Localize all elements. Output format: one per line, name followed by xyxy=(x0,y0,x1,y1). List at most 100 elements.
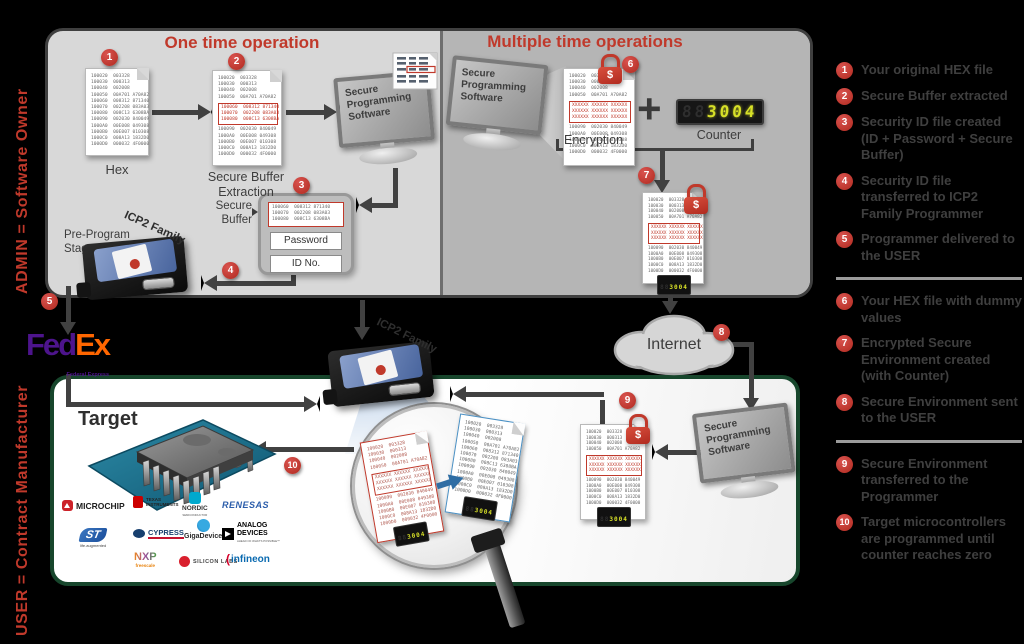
monitor-screen-text: Secure Programming Software xyxy=(460,67,527,105)
arrow-segment xyxy=(213,281,295,286)
lock-icon: $ xyxy=(598,54,622,84)
lock-shackle xyxy=(686,184,706,198)
arrowhead-left xyxy=(450,386,466,402)
counter-display-mini: 883004 xyxy=(657,275,691,296)
arrow-segment xyxy=(286,110,326,115)
admin-side-label: ADMIN = Software Owner xyxy=(14,88,31,294)
target-label: Target xyxy=(78,408,138,430)
arrow-segment xyxy=(66,402,306,407)
hex-rows: 100020 003328 100030 000313 100040 00200… xyxy=(91,74,150,148)
arrow-segment xyxy=(291,273,296,286)
legend-item: 7 Encrypted Secure Environment created (… xyxy=(836,335,1022,385)
bracket-line xyxy=(556,148,754,151)
legend-item-text: Secure Buffer extracted xyxy=(861,88,1008,103)
logo-nordic: NORDIC SEMICONDUCTOR xyxy=(182,492,208,517)
legend-item: 5 Programmer delivered to the USER xyxy=(836,231,1022,264)
fedex-logo: FedEx Federal Express xyxy=(26,327,111,390)
hex-rows: XXXXXX XXXXXX XXXXXX XXXXXX XXXXXX XXXXX… xyxy=(589,456,641,474)
hex-rows: 100020 003328 100030 000313 100040 00200… xyxy=(586,430,641,453)
logo-silicon-labs: SILICON LABS xyxy=(179,556,238,567)
fedex-ex: Ex xyxy=(75,327,111,362)
legend-item-text: Secure Environment transferred to the Pr… xyxy=(861,455,988,504)
monitor-screen: Secure Programming Software xyxy=(445,55,549,135)
legend-item-text: Secure Environment sent to the USER xyxy=(861,393,1018,426)
secure-buffer-side-label: Secure Buffer xyxy=(215,200,252,226)
legend: 1 Your original HEX file 2 Secure Buffer… xyxy=(836,62,1022,573)
legend-item: 3 Security ID file created (ID + Passwor… xyxy=(836,114,1022,164)
hex-rows: 100090 002030 840049 1000A0 00E008 04930… xyxy=(218,127,277,158)
icp2-programmer-device xyxy=(76,235,189,301)
device-front-panel xyxy=(93,238,178,283)
legend-item-text: Target microcontrollers are programmed u… xyxy=(861,514,1006,562)
legend-badge: 6 xyxy=(836,293,853,310)
arrow-segment xyxy=(660,150,665,182)
legend-badge: 4 xyxy=(836,172,853,190)
infineon-arc-icon: ( xyxy=(226,552,230,566)
encryption-label: Encryption xyxy=(564,133,624,147)
legend-item-text: Programmer delivered to the USER xyxy=(861,231,1015,263)
counter-strip: 883004 xyxy=(648,274,700,296)
transform-arrow-icon xyxy=(434,470,467,499)
legend-badge: 5 xyxy=(836,231,853,248)
secure-buffer-content: 100060 008312 871340 100070 002208 083A0… xyxy=(268,202,344,227)
legend-item-text: Security ID file created (ID + Password … xyxy=(861,114,1013,162)
counter-display-mini: 883004 xyxy=(597,507,631,528)
hex-rows: 100090 002030 840049 1000A0 00E008 04930… xyxy=(586,477,641,506)
lock-icon: $ xyxy=(684,184,708,214)
logo-infineon: ( infineon xyxy=(226,552,270,566)
one-time-title: One time operation xyxy=(164,33,320,52)
legend-item: 9 Secure Environment transferred to the … xyxy=(836,455,1022,506)
logo-renesas: RENESAS xyxy=(222,500,270,510)
icp2-programmer-device-user xyxy=(322,340,435,408)
hex-file-mini-icon xyxy=(392,52,438,95)
hex-rows: XXXXXX XXXXXX XXXXXX XXXXXX XXXXXX XXXXX… xyxy=(572,102,628,121)
step-badge-6: 6 xyxy=(622,56,639,73)
arrow-segment xyxy=(462,392,604,397)
target-microcontroller xyxy=(85,410,280,520)
lock-dollar-symbol: $ xyxy=(626,427,650,444)
arrowhead-down xyxy=(354,327,370,343)
hex-rows: 100060 008312 871340 100070 002208 083A0… xyxy=(221,104,280,123)
device-mount-tab xyxy=(76,281,92,299)
step-badge-2: 2 xyxy=(228,53,245,70)
lock-icon: $ xyxy=(626,414,650,444)
arrowhead-left xyxy=(356,197,372,213)
nordic-icon xyxy=(188,492,201,504)
counter-value: 3004 xyxy=(706,102,759,121)
arrow-segment xyxy=(66,286,71,324)
legend-badge: 10 xyxy=(836,514,853,531)
arrow-segment xyxy=(66,374,71,406)
legend-item-text: Security ID file transferred to ICP2 Fam… xyxy=(861,172,984,221)
step-badge-5: 5 xyxy=(41,293,58,310)
logo-nxp: NXP freescale xyxy=(134,551,157,568)
legend-item: 10 Target microcontrollers are programme… xyxy=(836,514,1022,564)
lock-dollar-symbol: $ xyxy=(684,197,708,214)
logo-cypress: CYPRESS xyxy=(133,528,184,539)
st-icon: ST xyxy=(78,528,108,542)
arrow-segment xyxy=(152,110,200,115)
arrow-segment xyxy=(262,447,354,452)
device-connector xyxy=(142,276,175,291)
arrow-segment xyxy=(714,342,754,347)
lock-shackle xyxy=(628,414,648,428)
hex-label: Hex xyxy=(105,162,129,177)
device-connector xyxy=(388,381,422,397)
legend-item-text: Your original HEX file xyxy=(861,62,993,77)
id-no-field: ID No. xyxy=(270,254,342,273)
counter-label: Counter xyxy=(696,128,742,142)
legend-item: 1 Your original HEX file xyxy=(836,62,1022,79)
step-badge-3: 3 xyxy=(293,177,310,194)
hex-rows: 100090 002030 840049 1000A0 00E008 04930… xyxy=(648,245,703,274)
legend-divider xyxy=(836,277,1022,280)
arrow-segment xyxy=(749,342,754,400)
ti-icon xyxy=(133,496,143,508)
arrow-segment xyxy=(664,450,704,455)
legend-badge: 8 xyxy=(836,393,853,411)
legend-item-text: Your HEX file with dummy values xyxy=(861,293,1022,325)
legend-item-text: Encrypted Secure Environment created (wi… xyxy=(861,335,991,383)
silicon-labs-icon xyxy=(179,556,190,567)
dummy-values-highlight: XXXXXX XXXXXX XXXXXX XXXXXX XXXXXX XXXXX… xyxy=(569,100,631,124)
analog-devices-icon xyxy=(222,527,234,540)
password-field: Password xyxy=(270,231,342,250)
